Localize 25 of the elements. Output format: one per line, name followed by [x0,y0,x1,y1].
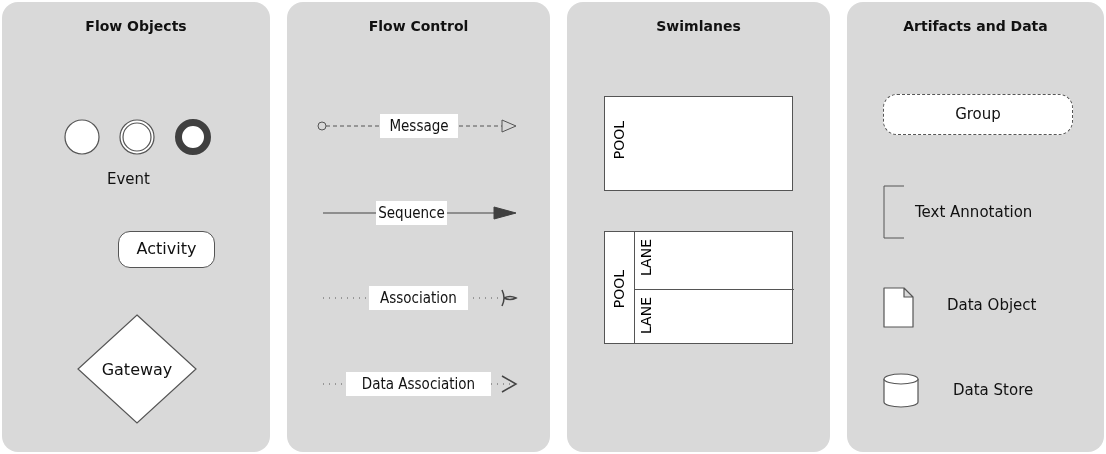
panel-title: Artifacts and Data [902,18,1049,34]
lane-label: LANE [638,239,654,277]
group-box: Group [883,94,1073,135]
activity-box: Activity [118,231,215,268]
pool-box [604,96,793,191]
annotation-text: Text Annotation [915,203,1033,221]
flow-label: Message [380,114,458,138]
pool-label: POOL [611,270,627,309]
lane-label: LANE [638,297,654,335]
panel-title: Flow Control [367,18,470,34]
flow-label: Data Association [346,372,491,396]
pool-box [604,231,793,344]
panel-title: Swimlanes [655,18,742,34]
pool-label: POOL [611,121,627,160]
shape-caption: Data Store [953,381,1034,399]
category-panel [2,2,270,452]
shape-caption: Event [107,170,150,188]
category-panel [287,2,550,452]
shape-caption: Data Object [947,296,1037,314]
category-panel [847,2,1104,452]
flow-label: Association [369,286,468,310]
gateway-label: Gateway [101,359,173,379]
panel-title: Flow Objects [84,18,188,34]
category-panel [567,2,830,452]
flow-label: Sequence [376,201,447,225]
